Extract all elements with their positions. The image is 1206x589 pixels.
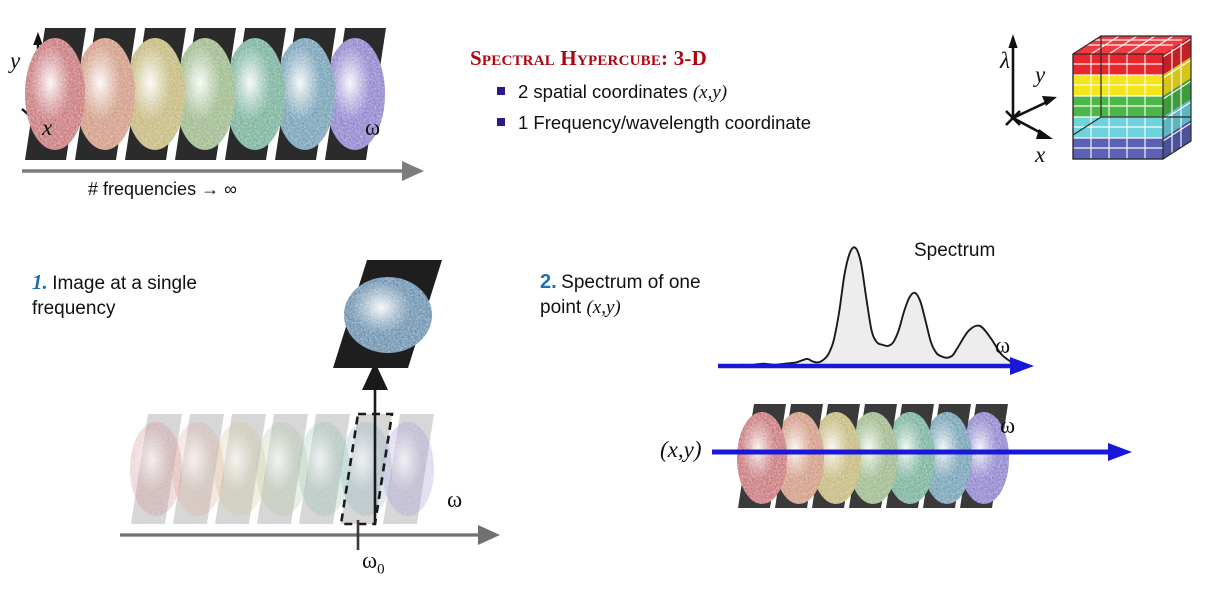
spectral-hypercube-graphic bbox=[985, 10, 1200, 175]
bullet-item-0: 2 spatial coordinates (x,y) bbox=[497, 81, 940, 104]
omega-label-top: ω bbox=[365, 115, 381, 140]
callout-2: 2. Spectrum of one point (x,y) bbox=[540, 270, 770, 320]
callout-2-math: (x,y) bbox=[586, 297, 621, 319]
slice-panel bbox=[848, 404, 898, 508]
omega-axis-panel1 bbox=[120, 520, 500, 550]
bullet-item-1: 1 Frequency/wavelength coordinate bbox=[497, 112, 940, 134]
hypercube-axis-lambda-label: λ bbox=[1000, 48, 1010, 73]
hypercube-axis-y-label: y bbox=[1035, 62, 1046, 87]
callout-2-text: Spectrum of one point bbox=[540, 272, 701, 319]
extraction-arrowhead bbox=[362, 362, 388, 390]
omega-label-panel1: ω bbox=[447, 487, 463, 512]
point-xy-label: (x,y) bbox=[660, 437, 702, 462]
faded-slice-panel bbox=[214, 414, 266, 524]
top-slice-stack-group bbox=[0, 8, 440, 218]
bottom-slice-stack-group bbox=[712, 392, 1140, 522]
bullet-math-0: (x,y) bbox=[692, 82, 728, 103]
slice-panel bbox=[275, 28, 336, 160]
page-title: Spectral Hypercube: 3-D bbox=[470, 46, 707, 70]
slice-panel bbox=[25, 28, 86, 160]
hypercube-axis-x-label: x bbox=[1035, 142, 1046, 167]
bullet-text-0: 2 spatial coordinates bbox=[518, 81, 693, 102]
hypercube-edges bbox=[1072, 35, 1192, 160]
bullet-square-icon bbox=[497, 87, 505, 95]
slice-panel bbox=[125, 28, 186, 160]
slice-panel bbox=[922, 404, 972, 508]
slice-panel bbox=[75, 28, 136, 160]
axis-y-label-top: y bbox=[10, 48, 21, 73]
callout-2-number: 2. bbox=[540, 271, 557, 293]
faded-slice-panel bbox=[298, 414, 350, 524]
frequency-caption: # frequencies → ∞ bbox=[88, 179, 237, 199]
spectrum-baseline-arrow bbox=[718, 357, 1034, 375]
omega-label-bottom: ω bbox=[1000, 413, 1016, 438]
slice-panel bbox=[885, 404, 935, 508]
hypercube-axes bbox=[1005, 34, 1057, 139]
spectrum-chart bbox=[712, 228, 1042, 378]
omega-zero-label: ω0 bbox=[362, 548, 385, 578]
faded-slice-stack bbox=[130, 414, 434, 524]
faded-slice-panel bbox=[172, 414, 224, 524]
spectrum-title: Spectrum bbox=[914, 240, 996, 261]
single-frequency-extraction-graphic bbox=[110, 250, 530, 550]
faded-slice-panel bbox=[382, 414, 434, 524]
slice-panel bbox=[225, 28, 286, 160]
bullet-text-1: 1 Frequency/wavelength coordinate bbox=[518, 112, 812, 133]
faded-slice-panel bbox=[130, 414, 182, 524]
bullet-square-icon bbox=[497, 118, 505, 126]
extracted-slice-panel bbox=[333, 260, 442, 368]
callout-1-text: Image at a single frequency bbox=[32, 273, 197, 320]
slice-panels-top bbox=[25, 28, 386, 160]
hypercube-side-face bbox=[1163, 36, 1191, 159]
callout-1-number: 1. bbox=[32, 270, 48, 294]
spectrum-fill bbox=[742, 247, 1012, 366]
slice-panel bbox=[175, 28, 236, 160]
slice-panels-bottom bbox=[737, 404, 1009, 508]
slice-panel bbox=[811, 404, 861, 508]
slice-panel bbox=[959, 404, 1009, 508]
slice-panel bbox=[325, 28, 386, 160]
slice-panel bbox=[774, 404, 824, 508]
spectrum-curve bbox=[741, 246, 1013, 366]
faded-slice-panel bbox=[256, 414, 308, 524]
axis-x-label-top: x bbox=[42, 115, 53, 140]
slice-panel bbox=[737, 404, 787, 508]
omega-label-spectrum: ω bbox=[995, 333, 1011, 358]
omega-axis-top bbox=[22, 161, 424, 181]
callout-1: 1. Image at a single frequency bbox=[32, 270, 282, 321]
header-block: Spectral Hypercube: 3-D 2 spatial coordi… bbox=[470, 46, 940, 134]
point-probe-arrow bbox=[712, 443, 1132, 461]
